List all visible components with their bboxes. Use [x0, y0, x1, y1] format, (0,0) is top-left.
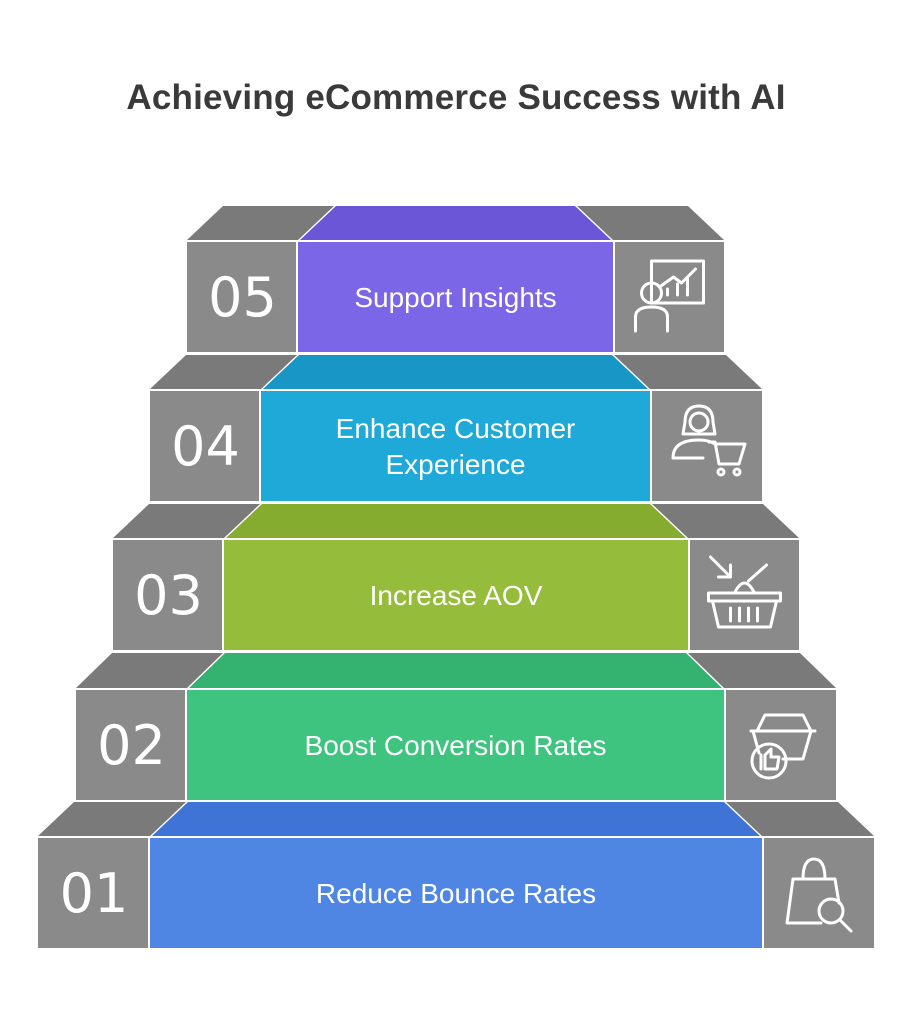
- step-01: 01 Reduce Bounce Rates: [38, 802, 874, 948]
- customer-cart-icon: [671, 404, 747, 477]
- step-label: Increase AOV: [370, 580, 543, 611]
- step-left-top: [150, 355, 297, 389]
- step-label-block: [224, 540, 688, 650]
- step-center-top: [263, 355, 648, 389]
- step-number: 02: [97, 714, 166, 777]
- step-left-top: [113, 504, 260, 538]
- step-center-top: [226, 504, 686, 538]
- step-right-top: [652, 504, 799, 538]
- step-center-top: [300, 206, 611, 240]
- step-label-block: [150, 838, 762, 948]
- step-label: Reduce Bounce Rates: [316, 878, 596, 909]
- step-number-block: [38, 838, 148, 948]
- step-label: Support Insights: [354, 282, 556, 313]
- step-center-top: [189, 653, 722, 688]
- step-icon-block: [615, 242, 724, 352]
- step-label: Experience: [385, 449, 525, 480]
- step-number-block: [76, 690, 185, 800]
- step-label-block: [261, 391, 650, 501]
- step-label-block: [298, 242, 613, 352]
- step-icon-block: [690, 540, 799, 650]
- step-right-top: [726, 802, 874, 836]
- step-label-block: [187, 690, 724, 800]
- shopping-bag-search-icon: [785, 857, 853, 933]
- basket-thumbs-up-icon: [749, 713, 817, 780]
- presentation-analytics-icon: [634, 259, 705, 333]
- step-icon-block: [764, 838, 874, 948]
- step-label: Enhance Customer: [336, 413, 576, 444]
- step-right-top: [614, 355, 762, 389]
- step-center-top: [152, 802, 760, 836]
- step-number-block: [113, 540, 222, 650]
- step-icon-block: [726, 690, 836, 800]
- basket-add-icon: [707, 555, 782, 629]
- step-right-top: [688, 653, 836, 688]
- step-number: 05: [208, 266, 277, 329]
- step-left-top: [76, 653, 223, 688]
- step-number: 03: [134, 564, 203, 627]
- step-label: Boost Conversion Rates: [305, 730, 607, 761]
- step-number-block: [150, 391, 259, 501]
- step-02: 02 Boost Conversion Rates: [76, 653, 836, 800]
- step-left-top: [187, 206, 334, 240]
- step-05: 05 Support Insights: [187, 206, 724, 352]
- step-number-block: [187, 242, 296, 352]
- step-number: 01: [60, 862, 129, 925]
- step-right-top: [577, 206, 724, 240]
- page-title: Achieving eCommerce Success with AI: [126, 78, 786, 117]
- step-number: 04: [171, 415, 240, 478]
- step-left-top: [38, 802, 186, 836]
- step-03: 03 Increase AOV: [113, 504, 799, 650]
